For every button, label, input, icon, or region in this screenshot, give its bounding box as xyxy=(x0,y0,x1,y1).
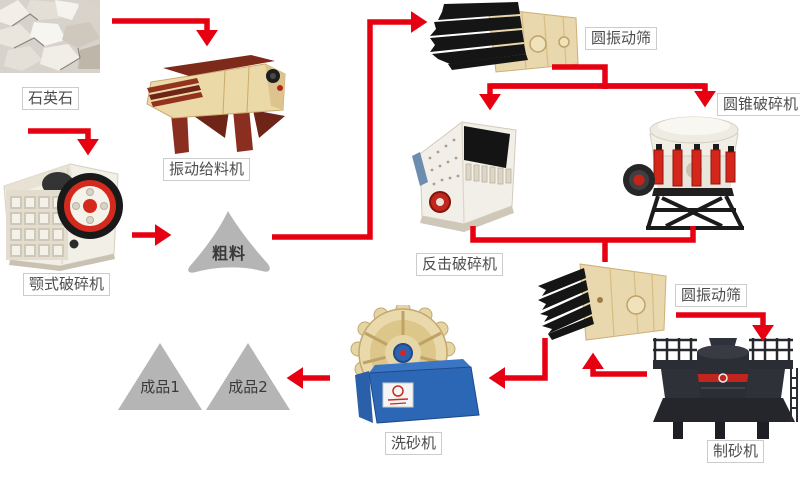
jaw-crusher-label: 颚式破碎机 xyxy=(23,273,111,296)
sand-maker-label: 制砂机 xyxy=(707,440,765,463)
sand-washer-label: 洗砂机 xyxy=(385,432,443,455)
coarse-pile-shape xyxy=(188,211,270,273)
impact-crusher-label: 反击破碎机 xyxy=(416,253,504,276)
feeder-label: 振动给料机 xyxy=(163,158,251,181)
product1-label: 成品1 xyxy=(140,378,180,396)
cone-crusher-label: 圆锥破碎机 xyxy=(717,93,800,116)
screen-top-label: 圆振动筛 xyxy=(585,27,658,50)
cone-crusher-illustration xyxy=(623,116,744,230)
vibrating-feeder-illustration xyxy=(146,55,286,154)
circular-screen-mid-illustration xyxy=(538,263,667,341)
washer-tank xyxy=(355,359,480,424)
product1-triangle xyxy=(118,343,202,410)
quartz-label: 石英石 xyxy=(22,87,80,110)
screen-mid-label: 圆振动筛 xyxy=(675,284,748,307)
quartz-rock-photo xyxy=(0,0,100,73)
product2-triangle xyxy=(206,343,290,410)
product2-label: 成品2 xyxy=(228,378,268,396)
circular-screen-top-illustration xyxy=(430,2,579,73)
sand-maker-illustration xyxy=(653,338,798,439)
sand-washer-illustration xyxy=(350,305,480,424)
impact-crusher-illustration xyxy=(412,121,517,232)
coarse-material-label: 粗料 xyxy=(211,244,246,263)
jaw-crusher-illustration xyxy=(3,163,123,271)
